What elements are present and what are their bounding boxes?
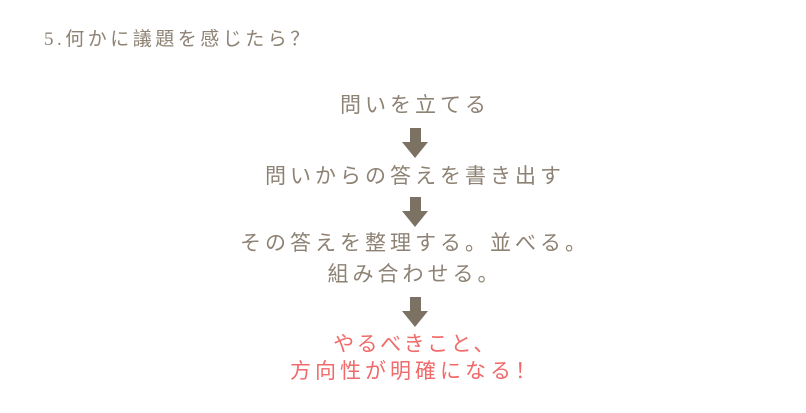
down-arrow-stem xyxy=(409,128,421,142)
flow-step-2: 問いからの答えを書き出す xyxy=(265,161,565,192)
conclusion-text-line-2: 方向性が明確になる！ xyxy=(290,359,540,383)
down-arrow-icon xyxy=(402,297,428,327)
page-title: 5.何かに議題を感じたら？ xyxy=(44,29,313,50)
flow-step-1-text: 問いを立てる xyxy=(340,93,490,117)
flow-step-1: 問いを立てる xyxy=(340,90,490,121)
flow-conclusion: やるべきこと、 方向性が明確になる！ xyxy=(290,331,540,385)
down-arrow-head xyxy=(402,142,428,158)
down-arrow-icon xyxy=(402,128,428,158)
flow-step-3-text-line-2: 組み合わせる。 xyxy=(327,262,503,286)
conclusion-text-line-1: やるべきこと、 xyxy=(333,332,497,356)
flow-step-3-text-line-1: その答えを整理する。並べる。 xyxy=(240,231,590,255)
down-arrow-icon xyxy=(402,197,428,227)
down-arrow-head xyxy=(402,311,428,327)
down-arrow-stem xyxy=(409,297,421,311)
flow-step-3: その答えを整理する。並べる。 組み合わせる。 xyxy=(240,228,590,290)
flow-step-2-text: 問いからの答えを書き出す xyxy=(265,164,565,188)
down-arrow-stem xyxy=(409,197,421,211)
down-arrow-head xyxy=(402,211,428,227)
